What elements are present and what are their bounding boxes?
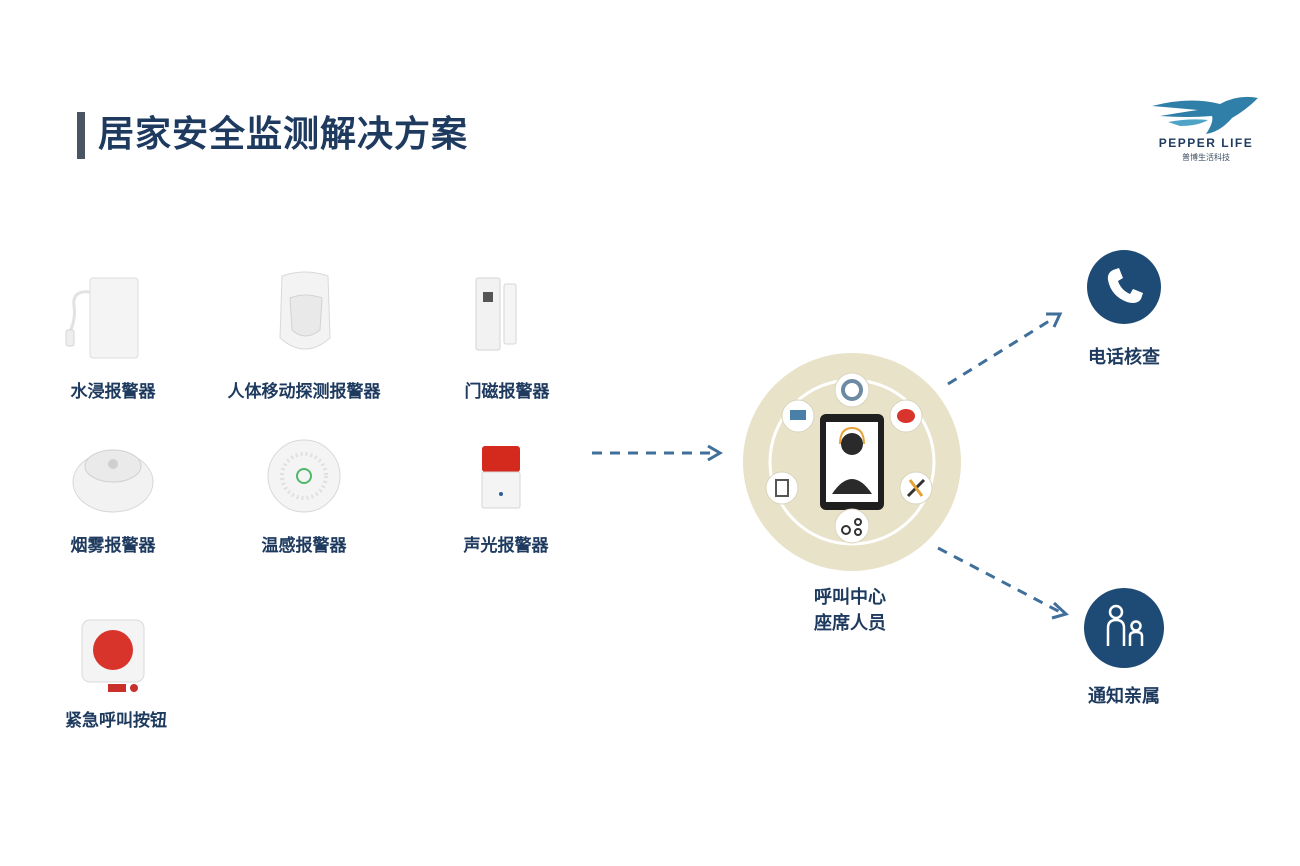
arrow-to-phone-check xyxy=(947,316,1055,386)
output-label-phone-check: 电话核查 xyxy=(1088,347,1160,368)
family-icon xyxy=(1084,588,1164,668)
arrow-head xyxy=(1046,312,1063,328)
arrow-to-notify-family xyxy=(937,546,1061,614)
hub-label-line2: 座席人员 xyxy=(814,613,886,634)
call-center-operator-icon xyxy=(743,353,961,571)
device-label: 水浸报警器 xyxy=(70,382,156,402)
gears-icon xyxy=(841,518,862,536)
heat-detector-icon xyxy=(267,439,341,513)
brand-logo: PEPPER LIFE 普博生活科技 xyxy=(1150,92,1262,167)
emergency-call-button-icon xyxy=(81,619,145,692)
network-icon xyxy=(790,410,806,420)
motion-detector-icon xyxy=(279,271,331,350)
door-magnet-sensor-icon xyxy=(475,277,517,351)
output-label-notify-family: 通知亲属 xyxy=(1088,686,1160,707)
device-label: 紧急呼叫按钮 xyxy=(65,711,167,731)
title-accent-bar xyxy=(77,112,85,159)
page-title: 居家安全监测解决方案 xyxy=(98,114,469,155)
device-label: 门磁报警器 xyxy=(464,382,550,402)
device-label: 人体移动探测报警器 xyxy=(227,382,381,402)
water-leak-sensor-icon xyxy=(65,277,139,359)
clipboard-icon xyxy=(775,479,789,497)
swallow-bird-logo-icon xyxy=(1152,96,1258,134)
arrow-head xyxy=(707,444,723,462)
device-label: 烟雾报警器 xyxy=(70,536,156,556)
hub-label: 呼叫中心 座席人员 xyxy=(760,585,940,637)
device-label: 声光报警器 xyxy=(463,536,549,556)
strobe-siren-icon xyxy=(481,446,521,509)
chat-bubble-icon xyxy=(897,409,915,423)
logo-subtitle: 普博生活科技 xyxy=(1182,153,1230,162)
hub-label-line1: 呼叫中心 xyxy=(814,587,886,608)
smoke-detector-icon xyxy=(72,449,154,513)
phone-icon xyxy=(1087,250,1161,324)
arrow-head xyxy=(1051,601,1069,620)
logo-name: PEPPER LIFE xyxy=(1158,136,1254,150)
device-label: 温感报警器 xyxy=(261,536,347,556)
gear-icon xyxy=(841,379,863,401)
